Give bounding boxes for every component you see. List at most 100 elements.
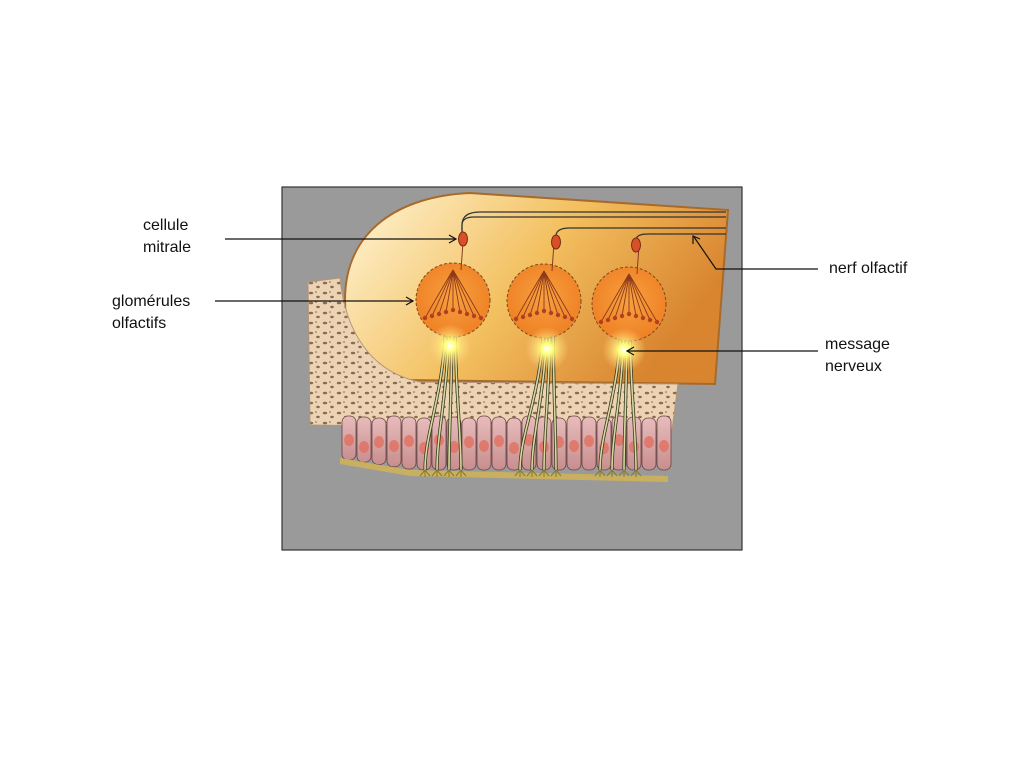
dendrite-tip xyxy=(520,314,526,320)
dendrite-tip xyxy=(647,317,653,323)
cell-nucleus xyxy=(569,440,579,452)
label-nerve-message: message nerveux xyxy=(825,334,890,378)
cell-nucleus xyxy=(479,440,489,452)
cell-nucleus xyxy=(389,440,399,452)
dendrite-tip xyxy=(569,316,575,322)
dendrite-branch xyxy=(438,269,454,315)
label-mitral-cell: cellule mitrale xyxy=(143,215,191,259)
signal-glow xyxy=(602,328,646,372)
dendrite-branch xyxy=(607,273,630,321)
mitral-arrowhead xyxy=(448,234,458,244)
cell-nucleus xyxy=(614,434,624,446)
dendrite-tip xyxy=(464,311,470,317)
cell-nucleus xyxy=(404,435,414,447)
cell-nucleus xyxy=(449,441,459,453)
dendrite-tip xyxy=(598,319,604,325)
dendrite-tip xyxy=(443,309,449,315)
dendrite-tip xyxy=(457,309,463,315)
dendrite-branch xyxy=(621,273,630,317)
dendrite-stem xyxy=(460,241,464,271)
label-glomeruli-line2: olfactifs xyxy=(112,315,167,332)
dendrite-branch xyxy=(424,269,454,319)
dendrite-tip xyxy=(478,315,484,321)
dendrite-branch xyxy=(600,273,630,323)
dendrite-branch xyxy=(452,269,482,319)
glomeruli-arrowhead xyxy=(405,296,415,306)
cilia xyxy=(594,469,606,477)
dendrite-branch xyxy=(628,273,637,317)
signal-glow xyxy=(525,327,569,371)
cell-nucleus xyxy=(359,441,369,453)
cell-nucleus xyxy=(659,440,669,452)
nerve-leader xyxy=(693,236,818,270)
dendrite-branch xyxy=(628,273,658,323)
cilia xyxy=(618,469,630,477)
signal-glow xyxy=(428,324,472,368)
dendrite-tip xyxy=(513,316,519,322)
cell-nucleus xyxy=(494,435,504,447)
label-mitral-line1: cellule xyxy=(143,217,189,234)
dendrite-branch xyxy=(628,273,644,319)
dendrite-tip xyxy=(555,312,561,318)
mitral-cells xyxy=(458,231,641,253)
dendrite-tip xyxy=(654,319,660,325)
cell-nucleus xyxy=(644,436,654,448)
nerve-arrowhead xyxy=(692,235,701,244)
cilia xyxy=(514,469,526,477)
dendrite-branch xyxy=(543,270,552,314)
cell-nucleus xyxy=(509,442,519,454)
dendrite-branch xyxy=(536,270,545,314)
cell-nucleus xyxy=(584,435,594,447)
dendrite-branch xyxy=(543,270,559,316)
cell-nucleus xyxy=(374,436,384,448)
cilia xyxy=(538,469,550,477)
label-glomeruli: glomérules olfactifs xyxy=(112,291,190,335)
cilia xyxy=(550,469,562,477)
label-glomeruli-line1: glomérules xyxy=(112,293,191,310)
dendrite-tip xyxy=(450,307,456,313)
dendrite-tip xyxy=(471,313,477,319)
dendrite-branch xyxy=(515,270,545,320)
dendrite-branch xyxy=(445,269,454,313)
cell-nucleus xyxy=(524,434,534,446)
dendrite-branch xyxy=(529,270,545,316)
cilia xyxy=(630,469,642,477)
nerve-signals xyxy=(428,324,646,372)
epithelial-cell xyxy=(356,416,372,463)
label-nerve-line1: nerf olfactif xyxy=(829,260,908,277)
dendrite-tip xyxy=(619,313,625,319)
cribriform-bone xyxy=(307,277,679,431)
dendrite-tip xyxy=(534,310,540,316)
dendrite-tip xyxy=(436,311,442,317)
basal-membrane xyxy=(340,458,668,482)
dendrite-tip xyxy=(562,314,568,320)
cilia xyxy=(606,469,618,477)
dendrite-tip xyxy=(626,311,632,317)
dendrite-tip xyxy=(640,315,646,321)
label-message-line2: nerveux xyxy=(825,358,882,375)
cilia xyxy=(431,469,443,477)
mitral-cell-body xyxy=(458,231,468,247)
cilia xyxy=(526,469,538,477)
dendrite-branch xyxy=(522,270,545,318)
dendrite-branch xyxy=(452,269,461,313)
dendrite-branch xyxy=(431,269,454,317)
dendrite-tip xyxy=(422,315,428,321)
dendrite-branch xyxy=(543,270,573,320)
dendrite-branch xyxy=(614,273,630,319)
mitral-cell-body xyxy=(631,237,641,253)
label-olfactory-nerve: nerf olfactif xyxy=(829,258,907,280)
label-mitral-line2: mitrale xyxy=(143,239,192,256)
dendrite-tip xyxy=(429,313,435,319)
dendrite-tip xyxy=(612,315,618,321)
dendrite-tip xyxy=(527,312,533,318)
leader-lines xyxy=(215,234,818,356)
glomeruli-group xyxy=(415,241,667,342)
message-arrowhead xyxy=(625,346,635,356)
cilia xyxy=(419,469,431,477)
cilia xyxy=(443,469,455,477)
dendrite-tip xyxy=(605,317,611,323)
dendrite-branch xyxy=(452,269,468,315)
label-message-line1: message xyxy=(825,336,890,353)
